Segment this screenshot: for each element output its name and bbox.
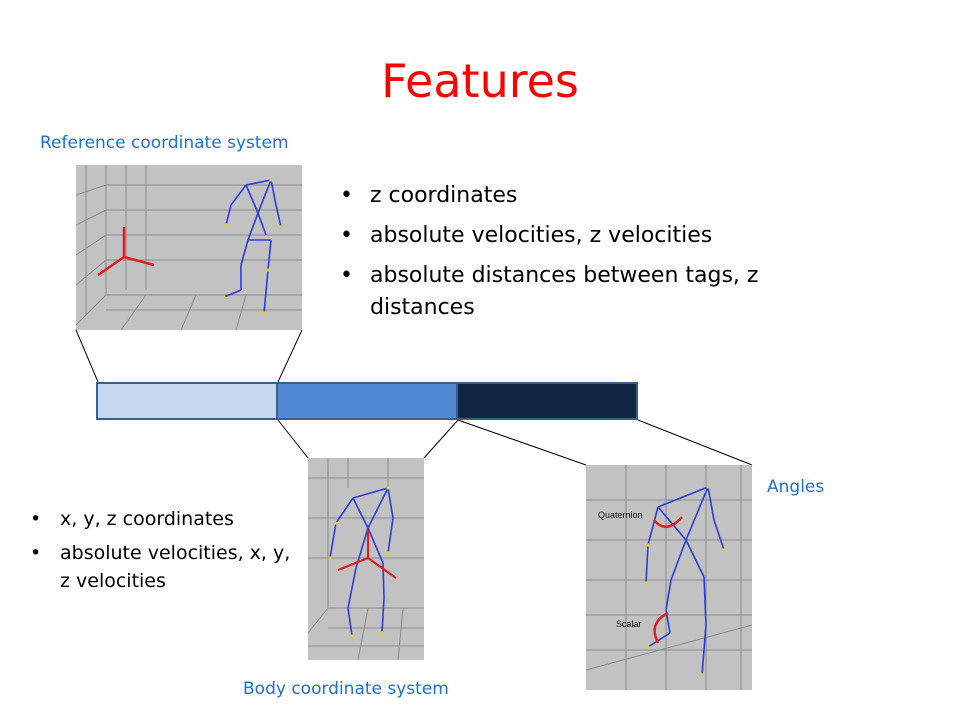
slide-title: Features	[381, 54, 579, 108]
angles-caption: Angles	[767, 477, 825, 497]
list-item: absolute distances between tags, z dista…	[340, 260, 810, 324]
body-skeleton	[329, 487, 394, 637]
quaternion-label: Quaternion	[598, 510, 643, 520]
angles-skeleton-image: Quaternion Scalar	[586, 465, 752, 690]
list-item: absolute velocities, z velocities	[340, 220, 810, 252]
body-features-segment	[276, 382, 458, 420]
list-item: absolute velocities, x, y, z velocities	[30, 539, 300, 595]
reference-features-list: z coordinates absolute velocities, z vel…	[340, 180, 810, 332]
scalar-label: Scalar	[616, 619, 642, 629]
body-axes	[337, 530, 397, 579]
angles-panel: Quaternion Scalar	[586, 465, 752, 690]
body-skeleton-image	[308, 458, 424, 660]
reference-axes	[97, 227, 155, 277]
reference-features-segment	[96, 382, 278, 420]
body-panel	[308, 458, 424, 660]
list-item: x, y, z coordinates	[30, 505, 300, 533]
angle-features-segment	[456, 382, 638, 420]
list-item: z coordinates	[340, 180, 810, 212]
reference-skeleton-image	[76, 165, 302, 330]
feature-vector-bar	[96, 382, 640, 420]
reference-caption: Reference coordinate system	[40, 133, 289, 153]
body-caption: Body coordinate system	[243, 679, 449, 699]
angle-arcs	[653, 516, 683, 644]
reference-skeleton	[223, 179, 282, 314]
reference-panel	[76, 165, 302, 330]
angles-skeleton	[645, 486, 725, 676]
body-features-list: x, y, z coordinates absolute velocities,…	[30, 505, 300, 601]
